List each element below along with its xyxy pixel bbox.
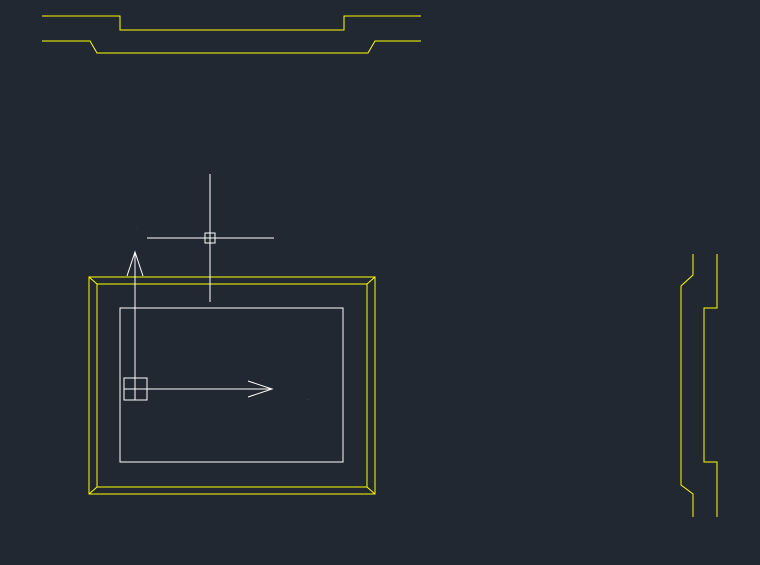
frame-outer-rect[interactable] — [88, 276, 376, 495]
top-profile-upper-line[interactable] — [42, 15, 421, 31]
frame-miter-br — [366, 486, 376, 495]
top-profile-lower-line[interactable] — [42, 40, 421, 54]
panel-rect[interactable] — [119, 307, 344, 463]
frame-miter-tl — [88, 276, 98, 285]
ucs-icon: Y X — [123, 227, 309, 401]
right-profile-inner-line[interactable] — [703, 254, 718, 517]
frame-plan[interactable] — [88, 276, 376, 495]
ucs-x-label: X — [308, 399, 309, 401]
ucs-y-arrowhead — [126, 250, 144, 277]
right-profile-outer-line[interactable] — [680, 254, 694, 517]
frame-miter-tr — [366, 276, 376, 285]
right-profile[interactable] — [680, 254, 718, 517]
crosshair-pickbox — [204, 232, 216, 244]
ucs-y-label: Y — [136, 227, 137, 229]
frame-miter-bl — [88, 486, 98, 495]
crosshair-cursor-icon — [147, 174, 274, 302]
top-profile[interactable] — [42, 15, 421, 54]
frame-inner-rect[interactable] — [96, 283, 368, 488]
ucs-x-arrowhead — [247, 380, 274, 398]
